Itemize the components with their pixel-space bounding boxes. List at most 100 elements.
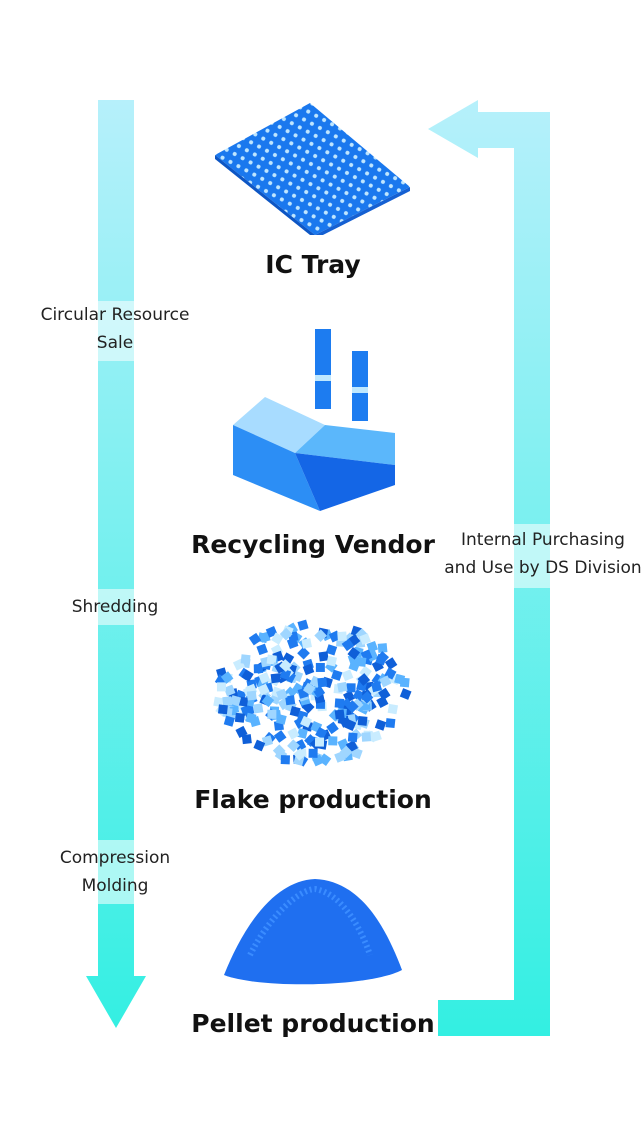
flake	[315, 662, 325, 672]
flake	[377, 643, 388, 653]
flake	[378, 687, 391, 701]
step-title-pellet-production: Pellet production	[191, 1009, 435, 1038]
flake	[213, 696, 224, 708]
flakes-icon	[213, 619, 412, 767]
flake	[300, 715, 313, 728]
label-line: Internal Purchasing	[461, 530, 625, 550]
flake	[302, 663, 315, 676]
flake	[301, 638, 312, 649]
flake	[317, 677, 328, 688]
flake	[341, 669, 354, 682]
flake	[271, 632, 284, 645]
step-title-ic-tray: IC Tray	[265, 250, 361, 279]
flake	[266, 654, 277, 665]
flake	[280, 755, 290, 765]
flake	[279, 659, 292, 672]
flake	[302, 682, 316, 696]
flake	[297, 646, 310, 660]
flake	[297, 619, 309, 631]
flake	[318, 753, 332, 766]
label-line: Molding	[81, 876, 149, 896]
label-line: Compression	[59, 848, 171, 868]
flake	[375, 653, 387, 666]
flake	[376, 695, 389, 709]
flake	[385, 718, 396, 729]
flake	[296, 727, 308, 739]
flake	[275, 713, 287, 725]
label-line: Shredding	[71, 597, 159, 617]
label-line: and Use by DS Division	[444, 558, 642, 578]
flake	[229, 695, 242, 707]
flake	[314, 737, 325, 747]
flake	[374, 719, 387, 731]
step-title-recycling-vendor: Recycling Vendor	[191, 530, 435, 559]
flake	[223, 715, 235, 727]
flake	[261, 694, 275, 708]
ic-tray-icon	[215, 103, 410, 235]
flake	[241, 734, 252, 745]
flake	[399, 688, 412, 700]
flake	[344, 719, 357, 731]
flake	[222, 696, 233, 707]
flake	[347, 732, 358, 743]
flake	[337, 631, 347, 642]
flake	[253, 739, 266, 752]
flake	[293, 748, 307, 761]
flake	[258, 672, 271, 684]
flake	[234, 712, 245, 723]
flake	[267, 709, 277, 719]
flake	[334, 709, 345, 720]
pellets-icon	[224, 879, 402, 985]
return-loop-arrow	[428, 100, 550, 1036]
flake	[235, 725, 248, 738]
label-shredding: Shredding	[30, 589, 200, 625]
flake	[273, 730, 287, 743]
flake	[287, 727, 300, 740]
flake	[326, 655, 338, 667]
flake	[246, 690, 257, 701]
flake	[256, 643, 268, 656]
label-line: Sale	[96, 333, 134, 353]
flake	[357, 715, 368, 726]
flake	[223, 684, 236, 697]
flake	[361, 732, 372, 742]
flake	[331, 669, 343, 681]
flake	[279, 668, 292, 681]
label-compression-molding: Compression Molding	[30, 840, 200, 904]
flake	[337, 681, 348, 693]
flake	[315, 727, 328, 740]
flake	[328, 736, 338, 746]
flake	[272, 744, 286, 758]
flake	[285, 695, 296, 706]
flake	[308, 748, 318, 758]
flake	[326, 721, 339, 735]
flake	[357, 673, 371, 686]
flake	[399, 677, 410, 688]
flake	[356, 656, 367, 667]
flake	[359, 633, 371, 645]
flake	[370, 730, 382, 742]
flake	[220, 671, 234, 684]
flake	[279, 627, 293, 641]
flake	[347, 646, 361, 660]
flake	[379, 675, 392, 688]
flake	[334, 698, 345, 708]
flake	[366, 640, 379, 653]
label-circular-resource-sale: Circular Resource Sale	[30, 301, 200, 361]
flake	[312, 685, 326, 698]
flake	[318, 651, 329, 662]
label-internal-purchasing: Internal Purchasing and Use by DS Divisi…	[436, 524, 644, 588]
flake	[217, 704, 228, 715]
flake	[241, 669, 254, 682]
flake	[257, 683, 270, 696]
flake	[249, 716, 261, 728]
flake	[253, 703, 264, 714]
flake	[314, 629, 328, 643]
flake	[248, 632, 262, 646]
flake	[287, 739, 300, 753]
flake	[275, 688, 288, 701]
flake	[371, 681, 382, 693]
label-line: Circular Resource	[40, 305, 190, 325]
flake	[270, 673, 281, 684]
flake	[341, 638, 355, 652]
